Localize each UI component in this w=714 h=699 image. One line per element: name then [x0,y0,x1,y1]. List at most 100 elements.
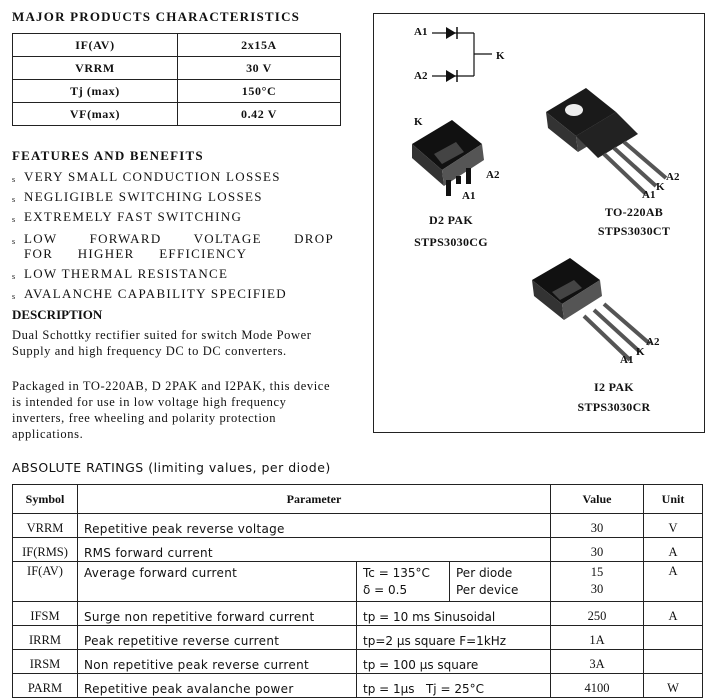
rating-condition: tp = 10 ms Sinusoidal [356,601,551,626]
description-paragraph: Dual Schottky rectifier suited for switc… [12,328,312,358]
list-item: s LOW THERMAL RESISTANCE [12,266,334,281]
char-param: VF(max) [12,102,178,126]
absolute-ratings-table: Symbol Parameter Value Unit VRRM Repetit… [12,484,703,698]
description-paragraph: Packaged in TO-220AB, D 2PAK and I2PAK, … [12,379,331,441]
i2pak-part-number: STPS3030CR [577,400,651,414]
rating-parameter: Repetitive peak avalanche power [77,673,357,698]
rating-value: 15 30 [550,561,644,602]
to220ab-name: TO-220AB [604,205,664,219]
bullet-icon: s [12,215,17,224]
rating-condition: tp = 100 µs square [356,649,551,674]
char-param: IF(AV) [12,33,178,57]
i2pak-package-drawing [532,258,652,362]
rating-unit: V [643,513,703,538]
feature-text: VERY SMALL CONDUCTION LOSSES [24,169,281,184]
table-row: PARM Repetitive peak avalanche power tp … [12,673,703,698]
table-row: IRSM Non repetitive peak reverse current… [12,649,703,674]
bullet-icon: s [12,272,17,281]
feature-text: LOW THERMAL RESISTANCE [24,266,229,281]
col-header-parameter: Parameter [77,484,551,514]
features-heading: FEATURES AND BENEFITS [12,148,204,163]
table-row: VRRM Repetitive peak reverse voltage 30 … [12,513,703,538]
package-figure: A1 A2 K K A2 A1 D2 PAK STPS3030CG A2 K A… [373,13,705,433]
rating-value-per-device: 30 [590,582,604,596]
rating-unit: A [643,561,703,602]
rating-symbol: IF(AV) [12,561,78,602]
list-item: s NEGLIGIBLE SWITCHING LOSSES [12,189,334,204]
rating-symbol: IFSM [12,601,78,626]
list-item: s EXTREMELY FAST SWITCHING [12,209,334,224]
i2pak-pin-a2: A2 [646,336,660,348]
to220ab-pin-k: K [656,181,665,193]
description-heading: DESCRIPTION [12,307,103,322]
feature-text: EXTREMELY FAST SWITCHING [24,209,243,224]
schematic-k-label: K [496,50,505,62]
table-row: IFSM Surge non repetitive forward curren… [12,601,703,626]
to220ab-part-number: STPS3030CT [597,224,671,238]
table-row: IF(AV) Average forward current Tc = 135°… [12,561,703,602]
rating-condition-duty: δ = 0.5 [363,583,408,597]
rating-value: 1A [550,625,644,650]
table-row: Tj (max)150°C [12,79,341,103]
rating-symbol: IRSM [12,649,78,674]
rating-parameter: Non repetitive peak reverse current [77,649,357,674]
rating-value: 4100 [550,673,644,698]
char-value: 2x15A [177,33,341,57]
rating-unit: A [643,537,703,562]
rating-parameter: RMS forward current [77,537,551,562]
rating-condition: Tc = 135°C δ = 0.5 [356,561,450,602]
col-header-unit: Unit [643,484,703,514]
rating-condition: tp=2 µs square F=1kHz [356,625,551,650]
table-header-row: Symbol Parameter Value Unit [12,484,703,514]
bullet-icon: s [12,175,17,184]
to220ab-pin-a2: A2 [666,171,680,183]
table-row: IRRM Peak repetitive reverse current tp=… [12,625,703,650]
table-row: IF(AV)2x15A [12,33,341,57]
d2pak-part-number: STPS3030CG [414,235,488,249]
to220ab-pin-a1: A1 [642,189,656,201]
rating-symbol: IRRM [12,625,78,650]
char-value: 30 V [177,56,341,80]
rating-symbol: VRRM [12,513,78,538]
rating-subcondition: Per diode Per device [449,561,551,602]
bullet-icon: s [12,292,17,301]
i2pak-pin-k: K [636,346,645,358]
feature-text: LOW FORWARD VOLTAGE DROP FOR HIGHER EFFI… [24,231,334,261]
rating-unit: A [643,601,703,626]
rating-value: 30 [550,513,644,538]
rating-value: 3A [550,649,644,674]
rating-condition-temp: Tc = 135°C [363,566,430,580]
rating-unit [643,649,703,674]
d2pak-package-drawing [412,120,484,196]
bullet-icon: s [12,237,17,246]
col-header-symbol: Symbol [12,484,78,514]
bullet-icon: s [12,195,17,204]
rating-symbol: IF(RMS) [12,537,78,562]
rating-unit [643,625,703,650]
rating-parameter: Surge non repetitive forward current [77,601,357,626]
table-row: VF(max)0.42 V [12,102,341,126]
i2pak-pin-a1: A1 [620,354,634,366]
char-value: 0.42 V [177,102,341,126]
absolute-ratings-heading: ABSOLUTE RATINGS (limiting values, per d… [12,460,331,475]
feature-text: NEGLIGIBLE SWITCHING LOSSES [24,189,263,204]
d2pak-pin-a2: A2 [486,169,500,181]
i2pak-name: I2 PAK [594,380,634,394]
list-item: s AVALANCHE CAPABILITY SPECIFIED [12,286,334,301]
rating-value-per-diode: 15 [590,565,604,579]
to220ab-package-drawing [546,88,668,196]
rating-per-device: Per device [456,583,519,597]
schematic-a2-label: A2 [414,70,428,82]
rating-parameter: Peak repetitive reverse current [77,625,357,650]
schematic-a1-label: A1 [414,26,428,38]
char-param: Tj (max) [12,79,178,103]
feature-text: AVALANCHE CAPABILITY SPECIFIED [24,286,287,301]
rating-value: 30 [550,537,644,562]
rating-parameter: Repetitive peak reverse voltage [77,513,551,538]
rating-value: 250 [550,601,644,626]
char-value: 150°C [177,79,341,103]
table-row: IF(RMS) RMS forward current 30 A [12,537,703,562]
d2pak-name: D2 PAK [429,213,473,227]
